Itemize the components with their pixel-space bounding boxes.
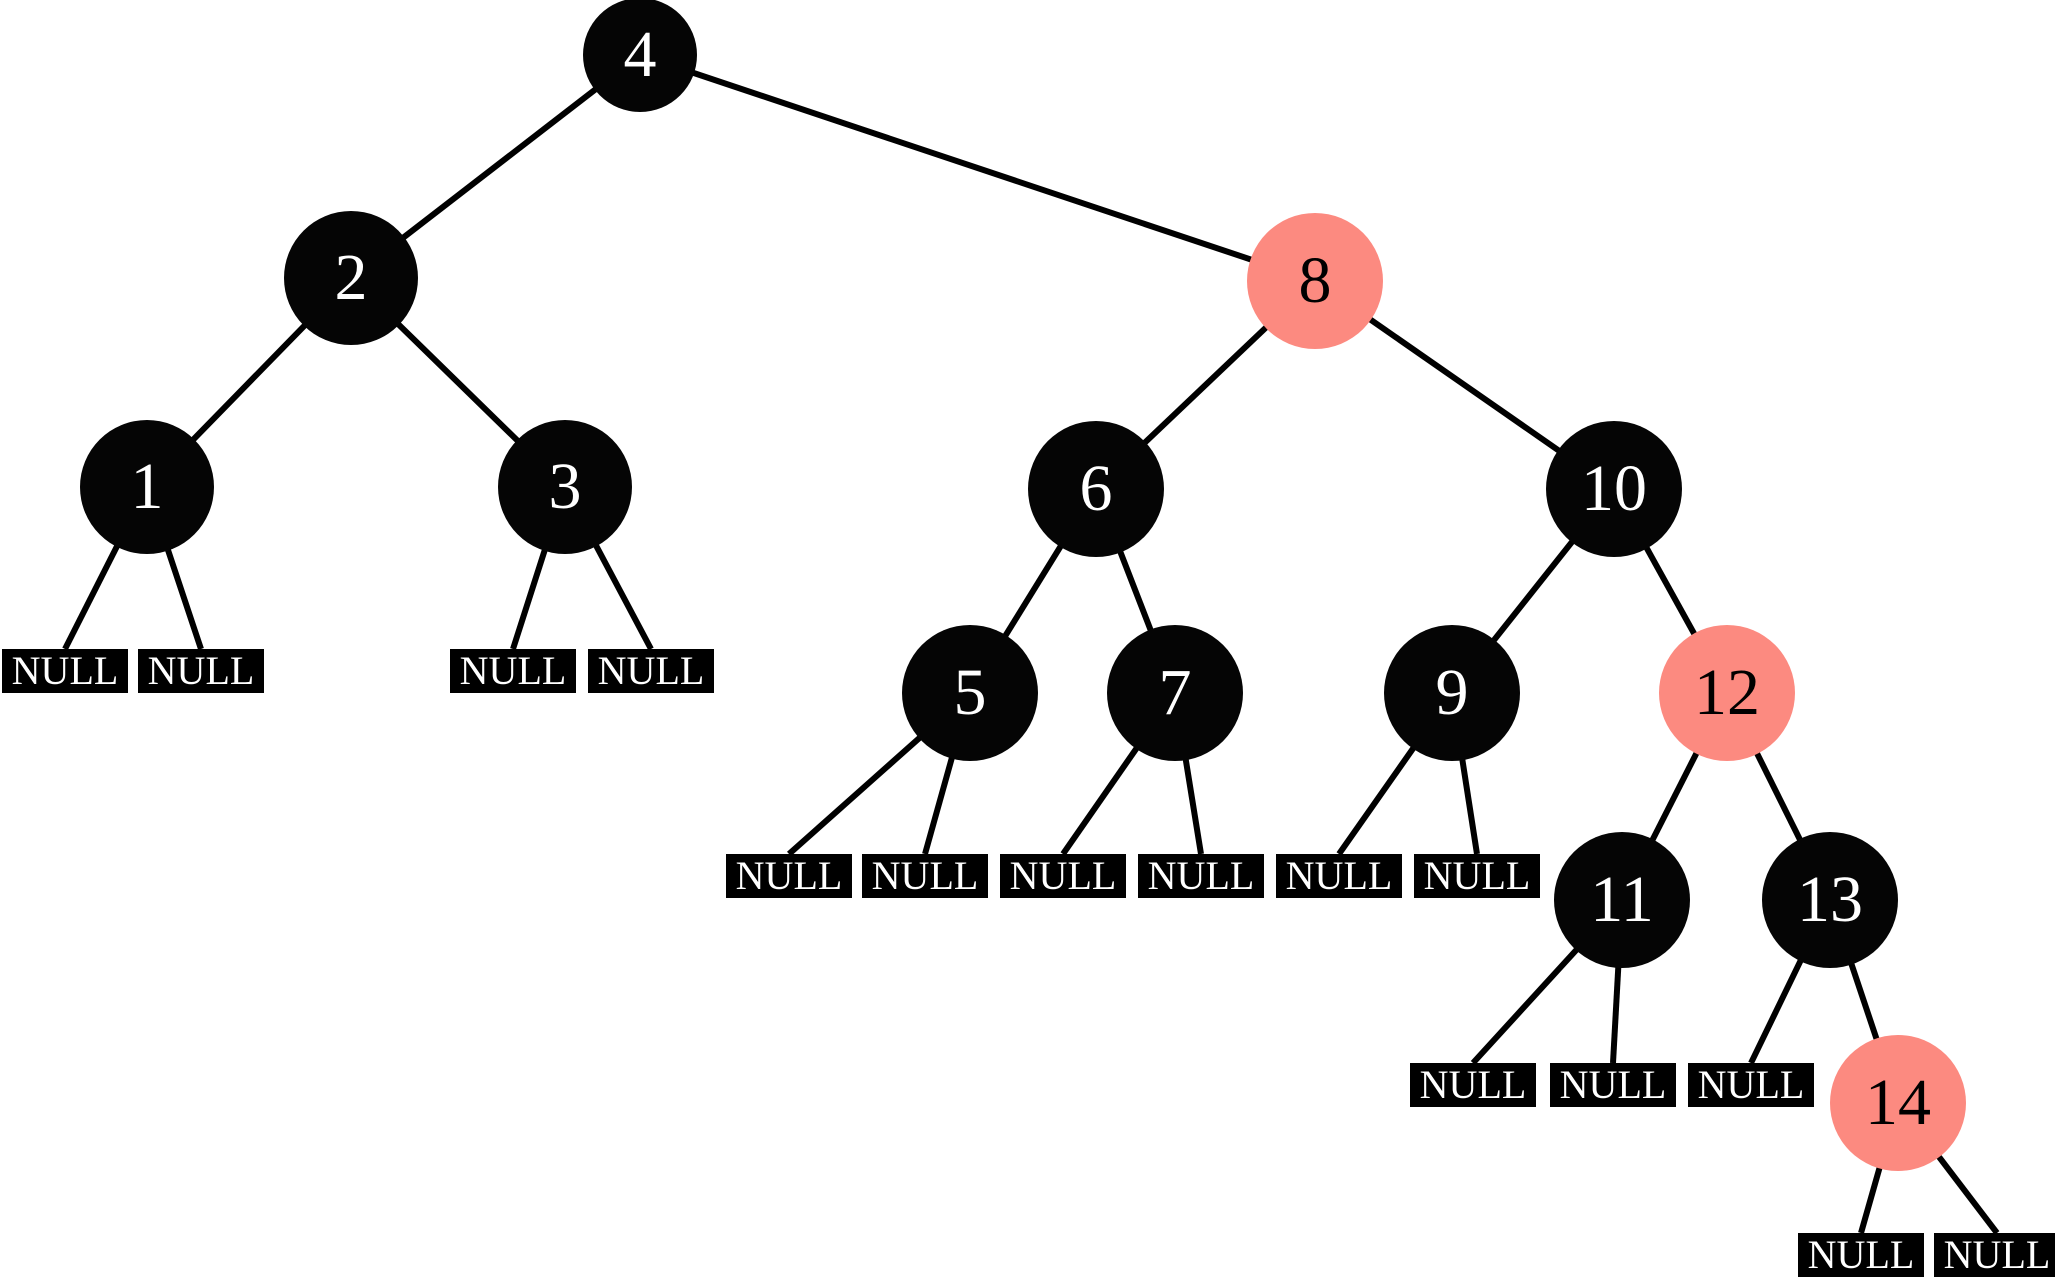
null-leaf-label: NULL (597, 648, 705, 693)
tree-node-11[interactable]: 11 (1554, 832, 1690, 968)
null-leaf-box: NULL (862, 854, 988, 898)
tree-node-label: 2 (334, 241, 368, 314)
tree-node-7[interactable]: 7 (1107, 625, 1243, 761)
tree-node-4[interactable]: 4 (583, 0, 697, 112)
null-leaf-label: NULL (11, 648, 119, 693)
tree-node-label: 4 (623, 18, 657, 91)
tree-node-14[interactable]: 14 (1830, 1035, 1966, 1171)
null-leaf-box: NULL (1688, 1063, 1814, 1107)
null-leaf-label: NULL (1943, 1232, 2051, 1277)
tree-node-12[interactable]: 12 (1659, 625, 1795, 761)
tree-node-label: 6 (1079, 452, 1113, 525)
tree-node-label: 8 (1298, 244, 1332, 317)
null-leaf-label: NULL (1559, 1062, 1667, 1107)
null-leaf-box: NULL (1934, 1233, 2055, 1277)
null-leaf-box: NULL (450, 649, 576, 693)
tree-node-label: 11 (1590, 863, 1654, 936)
null-leaf-label: NULL (147, 648, 255, 693)
null-leaf-label: NULL (459, 648, 567, 693)
tree-node-10[interactable]: 10 (1546, 421, 1682, 557)
tree-node-3[interactable]: 3 (498, 420, 632, 554)
null-leaf-box: NULL (588, 649, 714, 693)
null-leaf-box: NULL (1000, 854, 1126, 898)
null-leaf-label: NULL (735, 853, 843, 898)
tree-node-label: 13 (1797, 863, 1863, 936)
null-leaf-box: NULL (1410, 1063, 1536, 1107)
tree-node-label: 3 (548, 450, 582, 523)
null-leaf-label: NULL (1147, 853, 1255, 898)
tree-node-5[interactable]: 5 (902, 625, 1038, 761)
null-leaf-box: NULL (1798, 1233, 1924, 1277)
tree-node-9[interactable]: 9 (1384, 625, 1520, 761)
tree-node-6[interactable]: 6 (1028, 421, 1164, 557)
tree-node-label: 9 (1435, 656, 1469, 729)
null-leaf-box: NULL (1550, 1063, 1676, 1107)
tree-node-1[interactable]: 1 (80, 420, 214, 554)
null-leaf-label: NULL (871, 853, 979, 898)
null-leaf-label: NULL (1009, 853, 1117, 898)
null-leaf-label: NULL (1423, 853, 1531, 898)
null-leaf-label: NULL (1697, 1062, 1805, 1107)
null-leaf-label: NULL (1285, 853, 1393, 898)
tree-node-13[interactable]: 13 (1762, 832, 1898, 968)
null-leaf-box: NULL (2, 649, 128, 693)
tree-node-2[interactable]: 2 (284, 211, 418, 345)
null-leaf-label: NULL (1419, 1062, 1527, 1107)
tree-node-8[interactable]: 8 (1247, 213, 1383, 349)
tree-node-label: 5 (953, 656, 987, 729)
null-leaf-box: NULL (1414, 854, 1540, 898)
null-leaf-box: NULL (1276, 854, 1402, 898)
null-leaf-box: NULL (1138, 854, 1264, 898)
null-leaf-box: NULL (726, 854, 852, 898)
null-leaf-box: NULL (138, 649, 264, 693)
tree-node-label: 7 (1158, 656, 1192, 729)
tree-node-label: 14 (1865, 1066, 1931, 1139)
tree-node-label: 1 (130, 450, 164, 523)
tree-edge (639, 52, 1316, 284)
tree-node-label: 10 (1581, 452, 1647, 525)
tree-node-label: 12 (1694, 656, 1760, 729)
null-leaf-label: NULL (1807, 1232, 1915, 1277)
